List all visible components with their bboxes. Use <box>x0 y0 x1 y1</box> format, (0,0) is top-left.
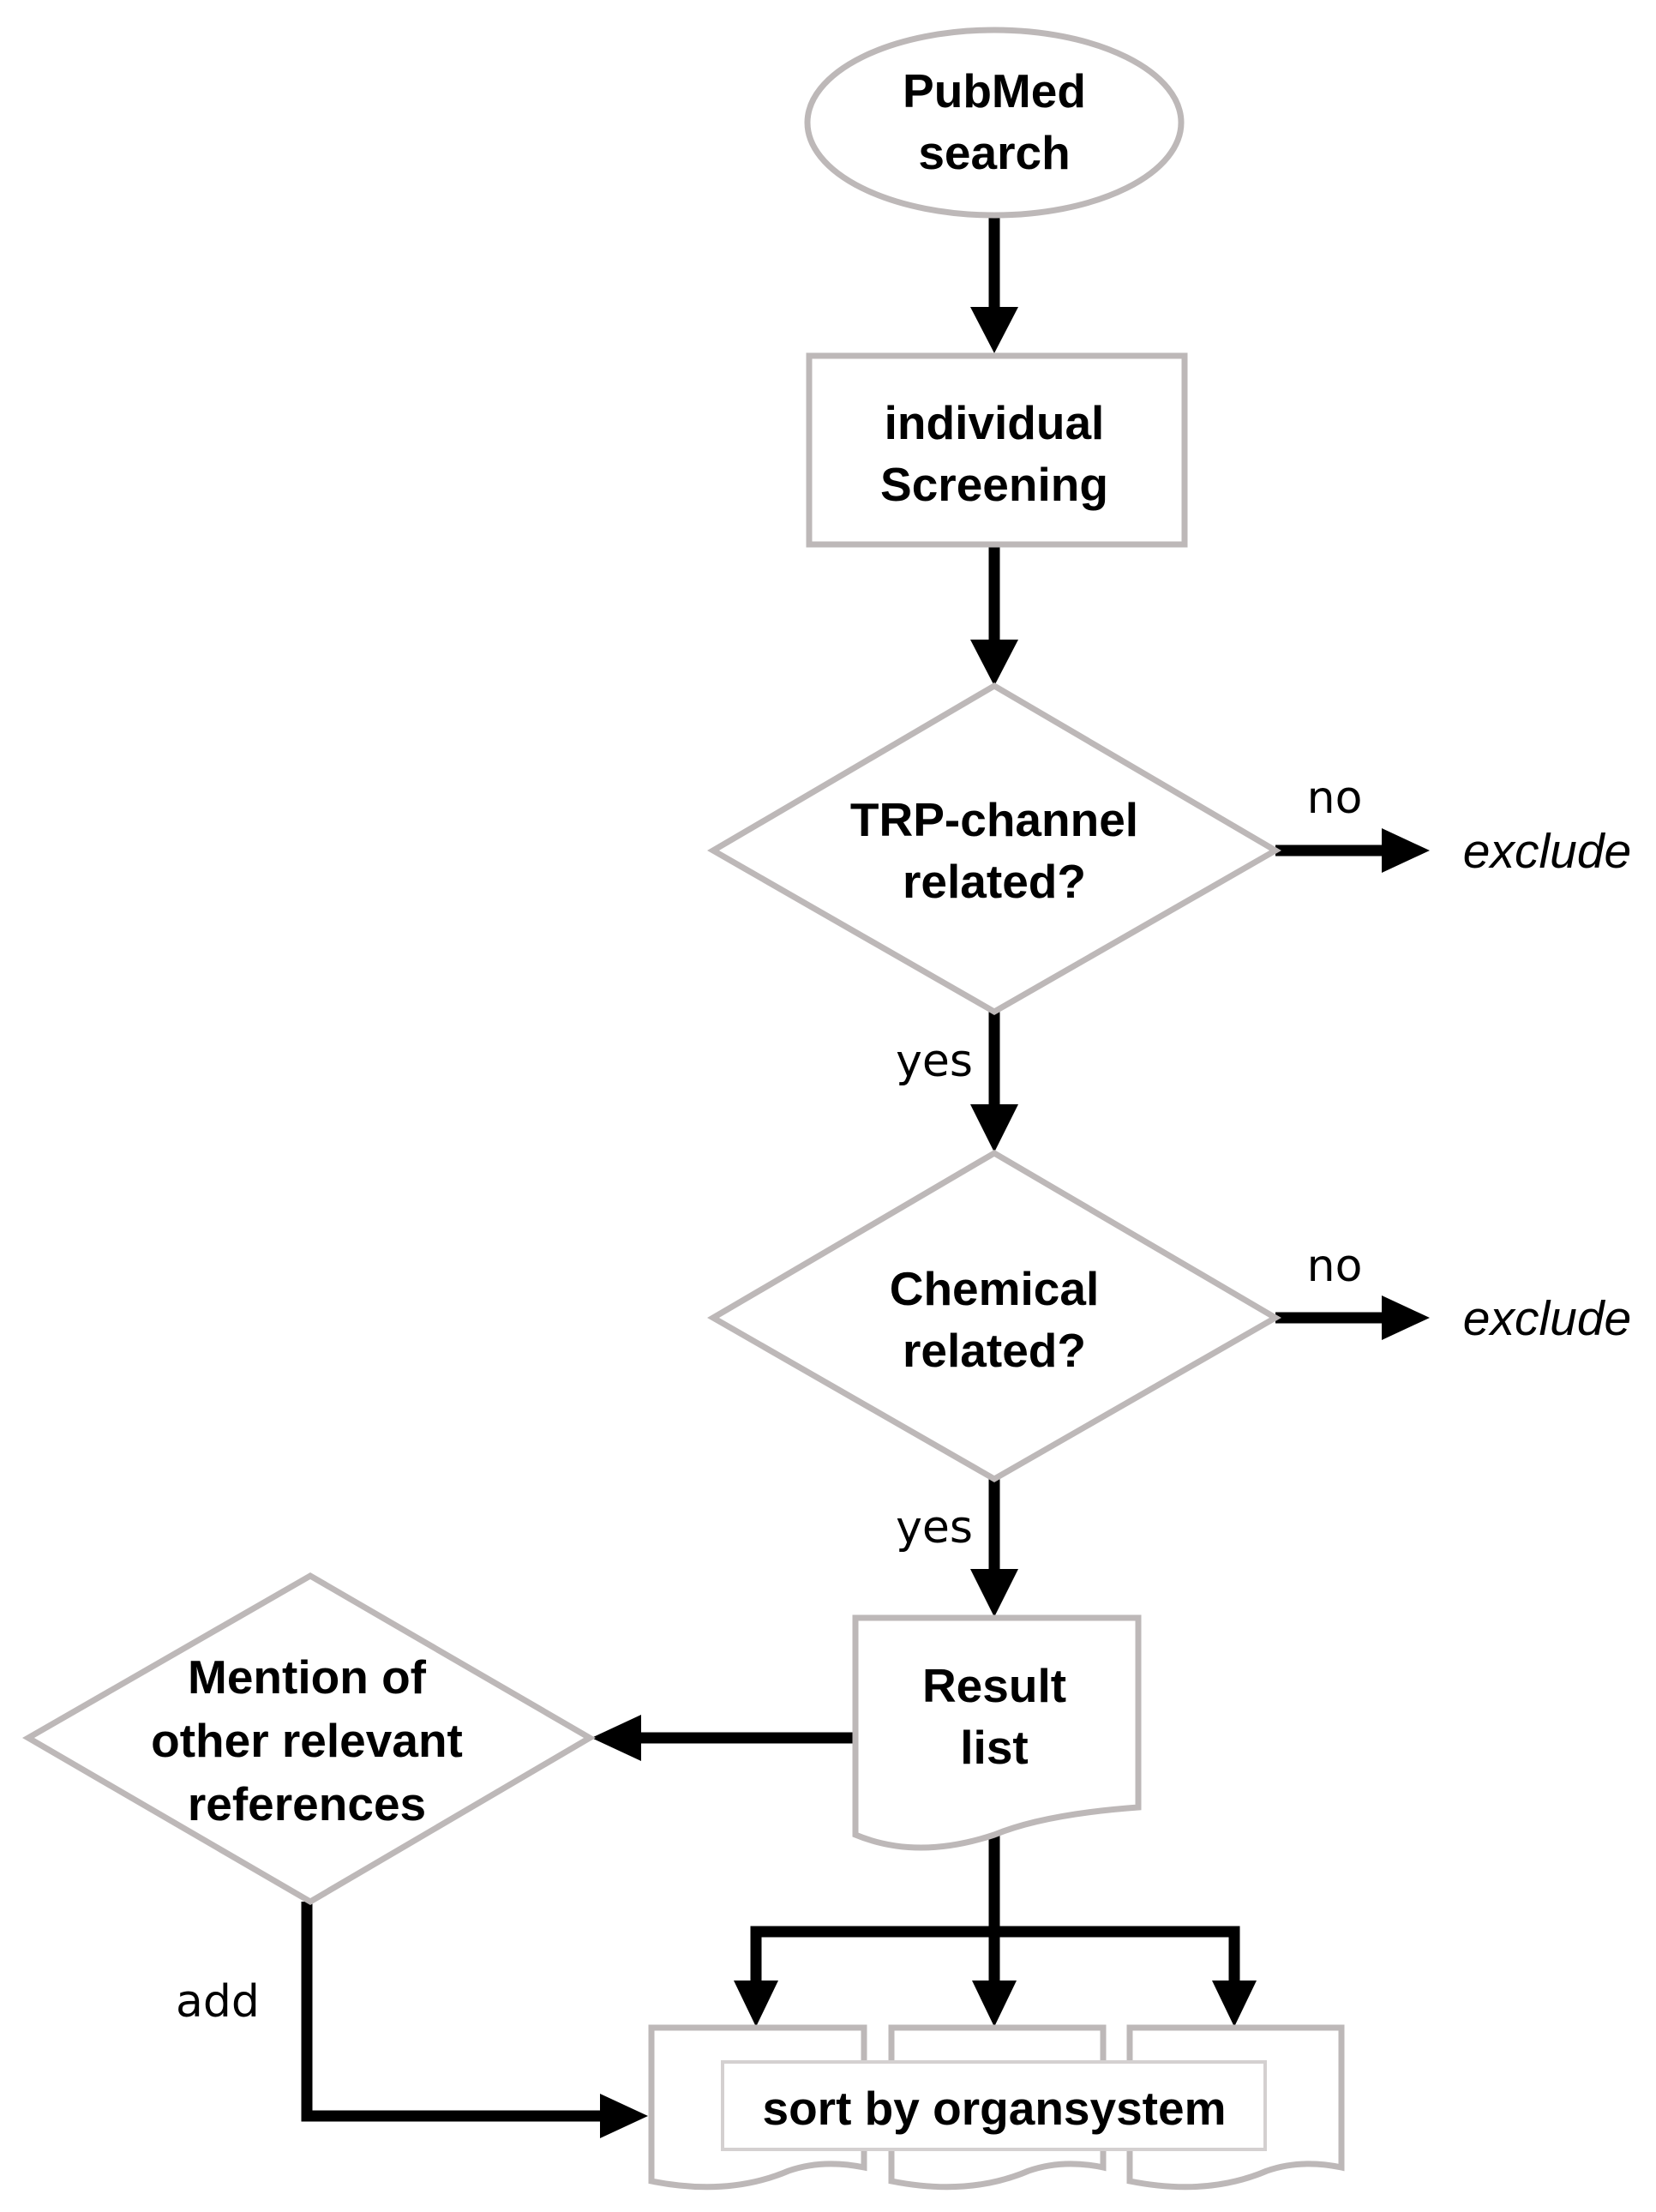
trp-decision-diamond <box>707 682 1281 1016</box>
arrowhead <box>972 1981 1017 2027</box>
result-label-line2: list <box>960 1721 1028 1774</box>
trp-exclude-label: exclude <box>1463 824 1631 879</box>
chemical-label-line1: Chemical <box>890 1262 1100 1315</box>
mention-label-line3: references <box>188 1777 426 1830</box>
trp-label-line2: related? <box>903 855 1086 908</box>
trp-no-label: no <box>1307 772 1363 824</box>
chem-no-label: no <box>1307 1241 1363 1292</box>
arrowhead <box>591 1715 641 1761</box>
chem-yes-label: yes <box>896 1502 973 1554</box>
arrowhead <box>970 1569 1018 1617</box>
arrowhead <box>970 1104 1018 1152</box>
arrowhead <box>1212 1981 1257 2027</box>
screening-process-box <box>806 352 1188 548</box>
trp-label-line1: TRP-channel <box>850 793 1138 846</box>
trp-yes-label: yes <box>896 1036 973 1087</box>
mention-add-label: add <box>176 1976 260 2028</box>
arrowhead <box>600 2094 648 2138</box>
mention-label-line1: Mention of <box>188 1650 427 1704</box>
chemical-label-line2: related? <box>903 1324 1086 1377</box>
start-label-line2: search <box>918 126 1070 179</box>
connectors <box>301 216 1430 2138</box>
result-list-document <box>852 1614 1142 1851</box>
screening-label-line2: Screening <box>880 458 1108 511</box>
sort-label: sort by organsystem <box>762 2082 1226 2135</box>
chemical-decision-diamond <box>707 1149 1281 1483</box>
arrowhead <box>970 307 1018 353</box>
arrowhead <box>970 640 1018 686</box>
arrowhead <box>734 1981 778 2027</box>
edge-fork <box>750 1926 1240 1982</box>
mention-decision-diamond <box>22 1572 596 1906</box>
sort-label-box <box>721 2060 1267 2151</box>
start-label-line1: PubMed <box>903 64 1086 117</box>
start-terminator <box>804 27 1185 219</box>
result-label-line1: Result <box>922 1659 1066 1712</box>
screening-label-line1: individual <box>885 396 1105 449</box>
chem-exclude-label: exclude <box>1463 1291 1631 1346</box>
mention-label-line2: other relevant <box>151 1714 463 1767</box>
arrowhead <box>1382 828 1430 873</box>
edge-mention-add <box>301 1902 602 2122</box>
arrowhead <box>1382 1295 1430 1340</box>
